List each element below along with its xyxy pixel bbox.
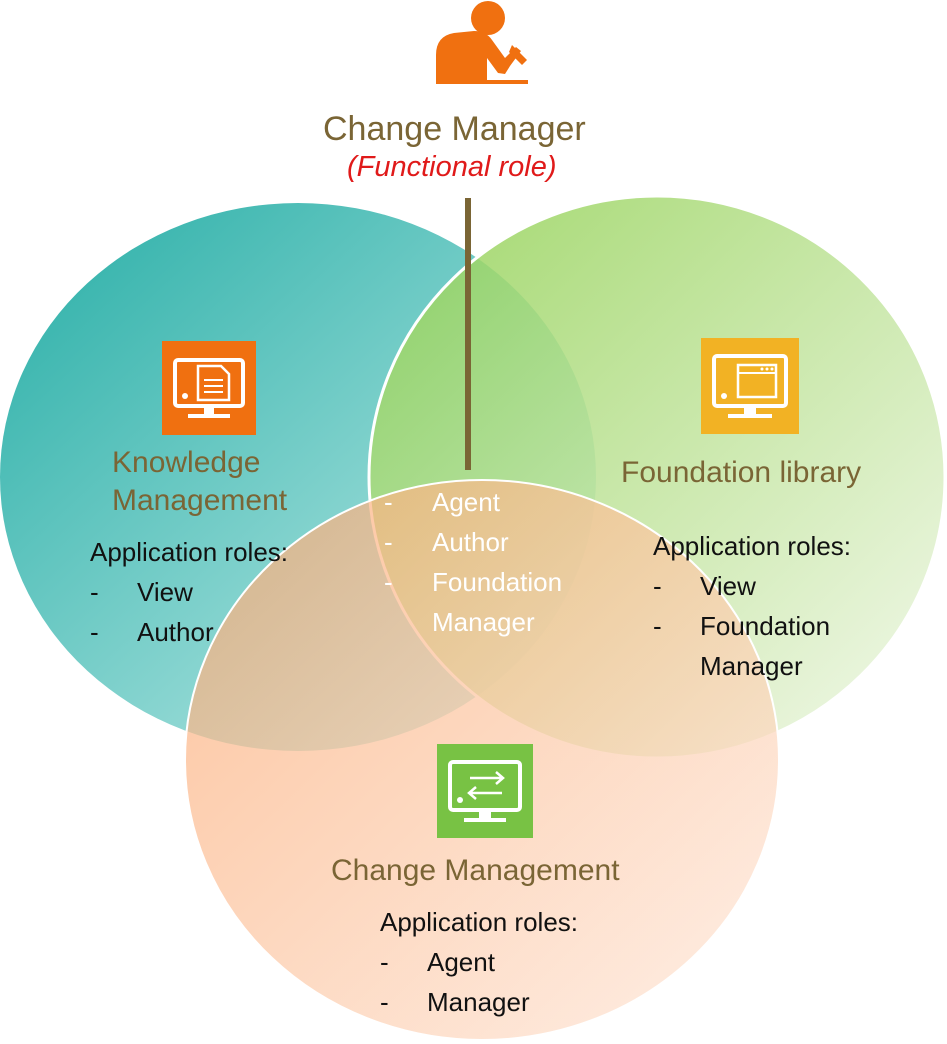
- knowledge-roles-label: Application roles:: [90, 537, 288, 567]
- foundation-role-dash: -: [653, 571, 662, 601]
- document-monitor-icon: [162, 341, 256, 435]
- foundation-role-item: Foundation: [700, 611, 831, 641]
- center-role-dash: -: [384, 527, 393, 557]
- change-role-item: Manager: [427, 987, 530, 1017]
- knowledge-management-title-line2: Management: [112, 484, 288, 517]
- foundation-role-item: Manager: [700, 651, 803, 681]
- functional-role-title: Change Manager: [323, 110, 586, 148]
- foundation-roles-label: Application roles:: [653, 531, 851, 561]
- person-writing-icon: [436, 1, 528, 84]
- center-role-item: Manager: [432, 607, 535, 637]
- window-monitor-icon: [701, 338, 799, 434]
- knowledge-role-item: View: [137, 577, 193, 607]
- change-management-title: Change Management: [331, 854, 620, 887]
- center-role-dash: -: [384, 487, 393, 517]
- knowledge-role-dash: -: [90, 577, 99, 607]
- knowledge-management-title: Knowledge: [112, 446, 261, 479]
- center-role-item: Agent: [432, 487, 500, 517]
- knowledge-role-dash: -: [90, 617, 99, 647]
- foundation-library-title: Foundation library: [621, 456, 862, 489]
- connector-line: [465, 198, 471, 470]
- change-role-dash: -: [380, 947, 389, 977]
- center-role-dash: -: [384, 567, 393, 597]
- change-roles-label: Application roles:: [380, 907, 578, 937]
- center-role-item: Author: [432, 527, 509, 557]
- foundation-role-item: View: [700, 571, 756, 601]
- foundation-role-dash: -: [653, 611, 662, 641]
- knowledge-role-item: Author: [137, 617, 214, 647]
- functional-role-subtitle: (Functional role): [347, 151, 557, 183]
- change-role-dash: -: [380, 987, 389, 1017]
- exchange-monitor-icon: [437, 744, 533, 838]
- center-role-item: Foundation: [432, 567, 563, 597]
- change-role-item: Agent: [427, 947, 495, 977]
